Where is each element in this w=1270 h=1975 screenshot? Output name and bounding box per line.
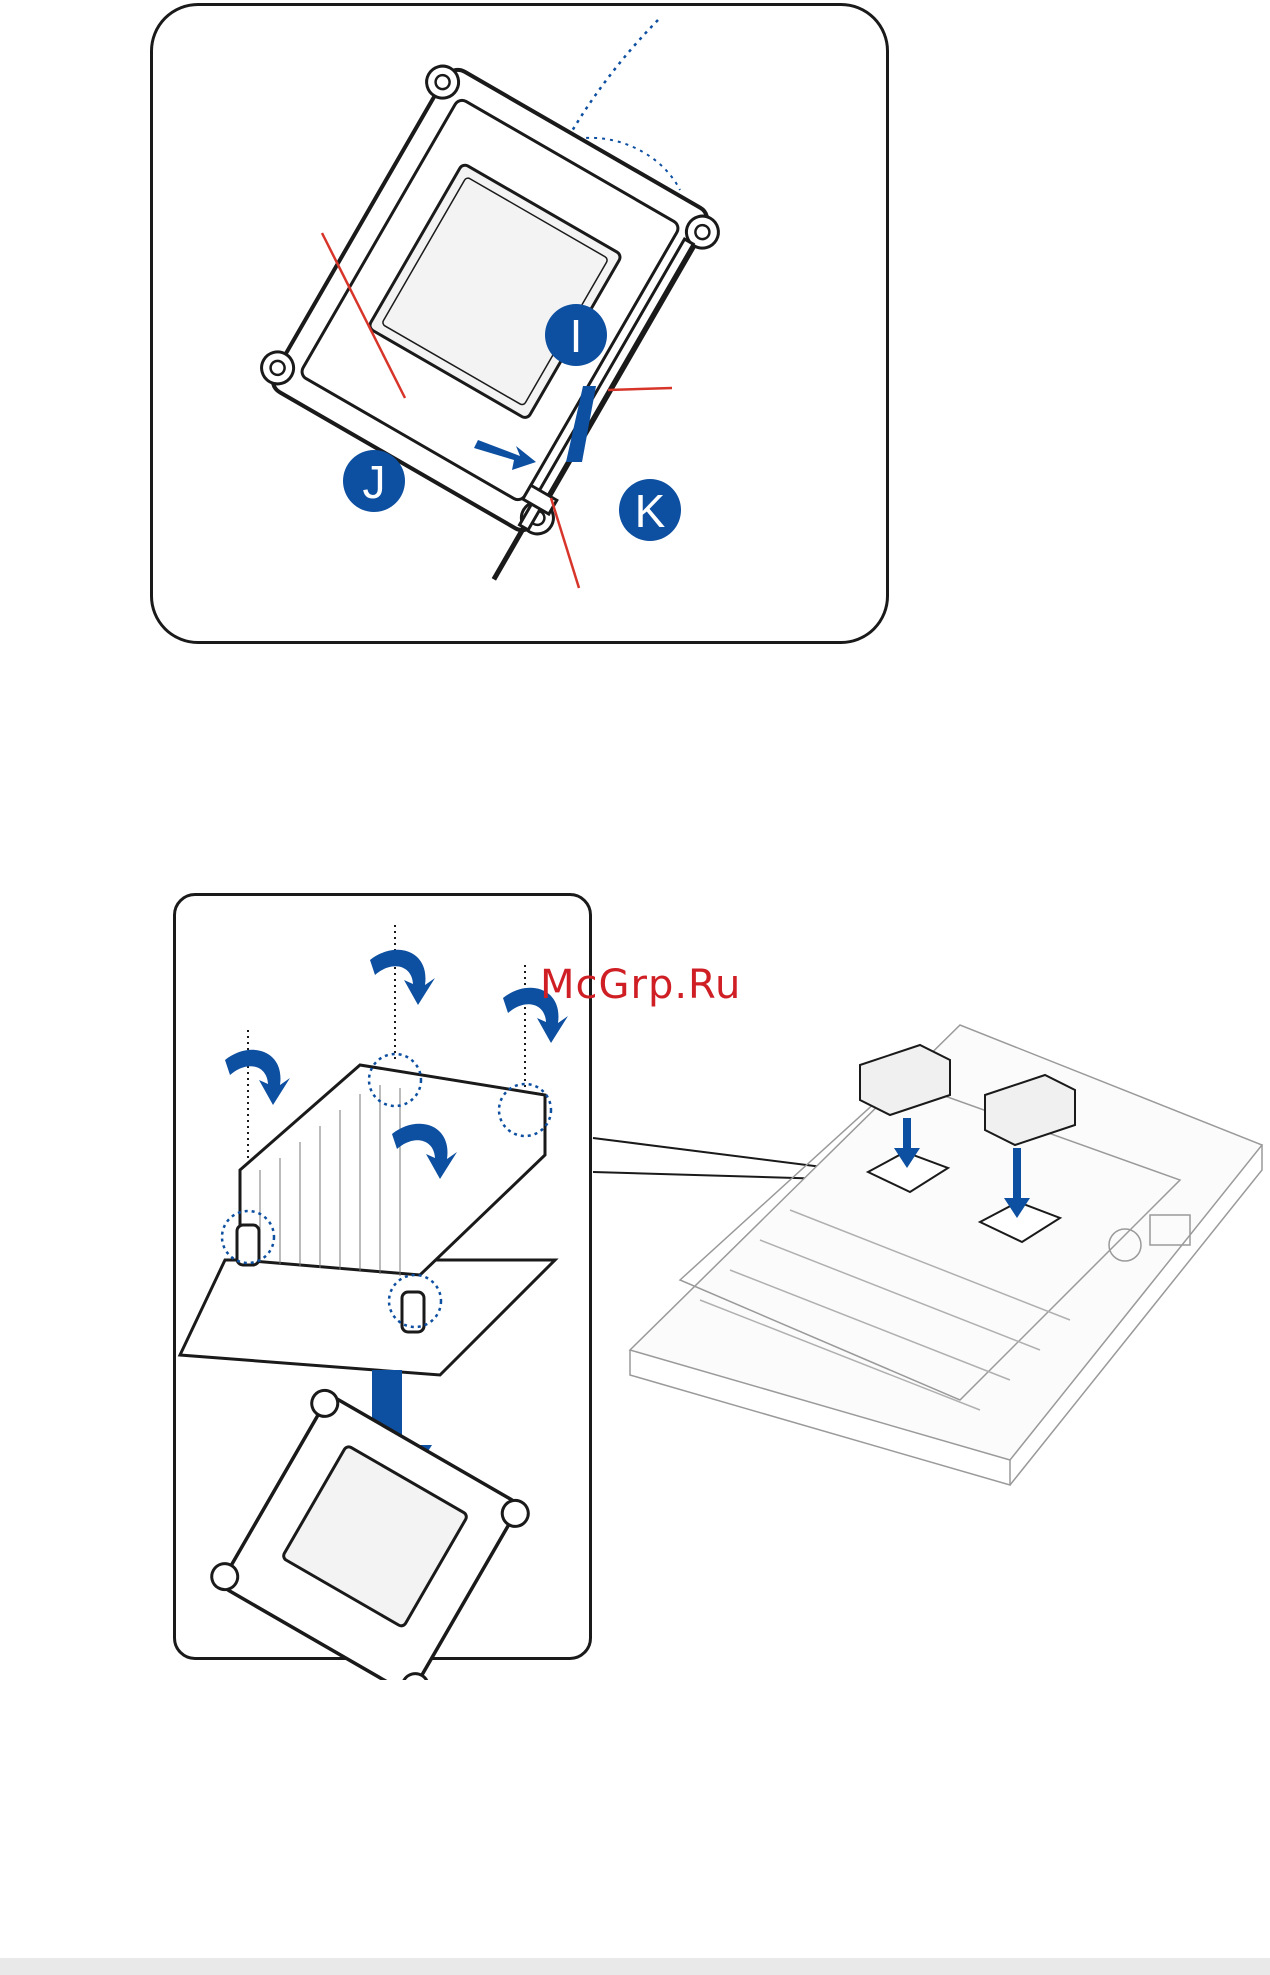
svg-text:K: K <box>635 485 666 537</box>
leader-line-k-hook <box>551 498 579 588</box>
page-footer-bar <box>0 1958 1270 1975</box>
cpu-socket-diagram: I J K <box>0 0 1270 660</box>
heatsink-screw <box>237 1225 259 1265</box>
cpu-socket-lower <box>178 1386 533 1680</box>
watermark-text: McGrp.Ru <box>540 962 741 1008</box>
svg-text:I: I <box>570 310 583 362</box>
leader-line-k-lever <box>608 388 672 390</box>
step-badge-j: J <box>343 450 405 512</box>
svg-text:J: J <box>363 456 386 508</box>
step-badge-i: I <box>545 304 607 366</box>
step-badge-k: K <box>619 479 681 541</box>
